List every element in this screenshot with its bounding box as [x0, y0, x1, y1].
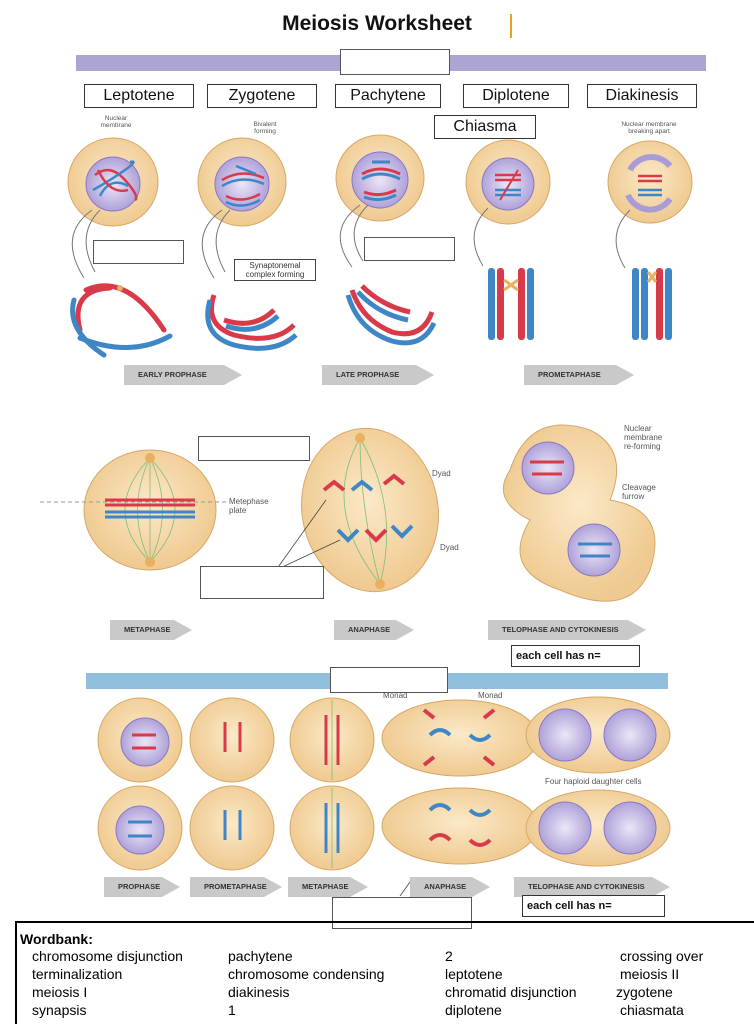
answer-box-meiosis-2[interactable]: each cell has n= [522, 895, 665, 917]
wordbank-word: pachytene [228, 948, 293, 964]
phase-anaphase-2: ANAPHASE [410, 877, 490, 897]
phase-late-prophase: LATE PROPHASE [322, 365, 434, 385]
answer-box-meiosis-1[interactable]: each cell has n= [511, 645, 640, 667]
wordbank-word: zygotene [616, 984, 673, 1000]
annotation-dyad-bottom: Dyad [440, 543, 459, 552]
meiosis-2-blank[interactable] [330, 667, 448, 693]
wordbank-word: chromosome disjunction [32, 948, 183, 964]
annotation-synaptonemal: Synaptonemal complex forming [234, 259, 316, 281]
annotation-haploid-cells: Four haploid daughter cells [545, 777, 642, 786]
annotation-monad-right: Monad [478, 691, 503, 700]
annotation-metaphase-plate: Metephase plate [229, 497, 269, 515]
wordbank-word: diplotene [445, 1002, 502, 1018]
meiosis-1-blank[interactable] [340, 49, 450, 75]
annotation-nuclear-membrane: Nuclear membrane [100, 115, 132, 129]
phase-prometaphase-2: PROMETAPHASE [190, 877, 282, 897]
wordbank-word: 2 [445, 948, 453, 964]
wordbank-word: diakinesis [228, 984, 290, 1000]
phase-telophase-1: TELOPHASE AND CYTOKINESIS [488, 620, 646, 640]
chiasma-label: Chiasma [434, 115, 536, 139]
metaphase-1-cell [40, 449, 228, 571]
zygotene-cell [197, 137, 287, 227]
meiosis2-row2 [97, 785, 671, 871]
blank-metaphase-1[interactable] [198, 436, 310, 461]
wordbank-word: meiosis II [620, 966, 680, 982]
annotation-nuclear-reforming: Nuclear membrane re-forming [624, 424, 663, 451]
wordbank-word: chiasmata [620, 1002, 684, 1018]
stage-pachytene: Pachytene [335, 84, 441, 108]
diplotene-detail [488, 268, 534, 340]
diakinesis-cell [607, 140, 693, 224]
phase-anaphase-1: ANAPHASE [334, 620, 414, 640]
phase-metaphase-2: METAPHASE [288, 877, 368, 897]
wordbank-word: leptotene [445, 966, 503, 982]
stage-diplotene: Diplotene [463, 84, 569, 108]
anaphase-1-cell [275, 427, 439, 593]
wordbank-word: chromosome condensing [228, 966, 385, 982]
wordbank-box [15, 921, 754, 1024]
stage-diakinesis: Diakinesis [587, 84, 697, 108]
pachytene-detail [345, 284, 437, 346]
leptotene-detail [70, 283, 173, 358]
meiosis2-row1 [97, 696, 671, 783]
telophase-1-cell [502, 424, 656, 602]
phase-prophase-2: PROPHASE [104, 877, 180, 897]
pachytene-cell [335, 134, 425, 222]
wordbank-title: Wordbank: [20, 931, 93, 947]
page-title: Meiosis Worksheet [282, 12, 472, 35]
phase-telophase-2: TELOPHASE AND CYTOKINESIS [514, 877, 670, 897]
text-cursor [510, 14, 512, 38]
blank-leptotene-detail[interactable] [93, 240, 184, 264]
wordbank-word: meiosis I [32, 984, 88, 1000]
annotation-nuclear-membrane-breaking: Nuclear membrane breaking apart [621, 121, 677, 135]
annotation-bivalent-forming: Bivalent forming [253, 121, 277, 135]
diplotene-cell [465, 139, 551, 225]
annotation-cleavage-furrow: Cleavage furrow [622, 483, 656, 501]
leptotene-cell [67, 137, 159, 227]
wordbank-word: 1 [228, 1002, 236, 1018]
stage-leptotene: Leptotene [84, 84, 194, 108]
wordbank-word: terminalization [32, 966, 123, 982]
wordbank-word: synapsis [32, 1002, 87, 1018]
blank-anaphase-1[interactable] [200, 566, 324, 599]
phase-prometaphase-1: PROMETAPHASE [524, 365, 634, 385]
phase-early-prophase: EARLY PROPHASE [124, 365, 242, 385]
wordbank-word: crossing over [620, 948, 704, 964]
blank-anaphase-2[interactable] [332, 897, 472, 929]
phase-metaphase-1: METAPHASE [110, 620, 192, 640]
annotation-dyad-top: Dyad [432, 469, 451, 478]
zygotene-detail [205, 294, 298, 351]
blank-pachytene-detail[interactable] [364, 237, 455, 261]
prophase-curve-arrows [71, 204, 631, 279]
diakinesis-detail [632, 268, 672, 340]
stage-zygotene: Zygotene [207, 84, 317, 108]
wordbank-word: chromatid disjunction [445, 984, 577, 1000]
annotation-monad-left: Monad [383, 691, 408, 700]
